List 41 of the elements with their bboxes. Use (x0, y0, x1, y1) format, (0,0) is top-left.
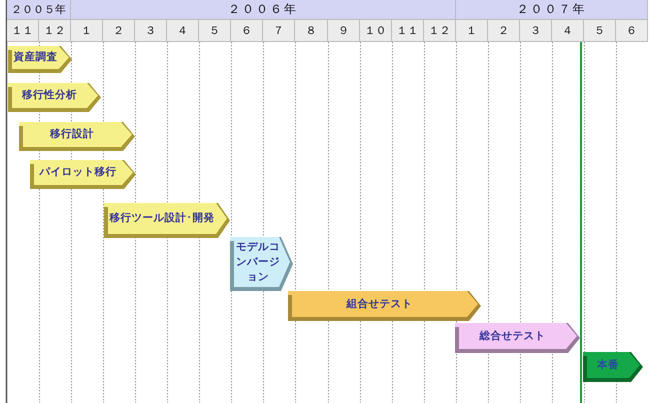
task-label: 組合せテスト (345, 296, 414, 312)
task-label: 移行ツール設計･開発 (108, 211, 216, 226)
month-cell: １２ (39, 20, 71, 42)
month-cell: ５ (584, 20, 616, 42)
gantt-bar (19, 122, 135, 151)
task-label: パイロット移行 (38, 165, 118, 180)
task-label: 資産調査 (12, 50, 58, 65)
month-cell: １ (71, 20, 103, 42)
month-cell: １ (456, 20, 488, 42)
gantt-bar (104, 203, 230, 238)
month-cell: １１ (7, 20, 39, 42)
month-cell: ６ (616, 20, 648, 42)
task-label: モデルコンバージョン (236, 240, 280, 284)
month-cell: ４ (167, 20, 199, 42)
month-cell: ２ (103, 20, 135, 42)
gantt-bar (230, 237, 293, 291)
year-cell: ２００７年 (456, 0, 648, 20)
task-label: 総合せテスト (478, 328, 546, 344)
month-cell: ８ (295, 20, 328, 42)
month-cell: ６ (231, 20, 263, 42)
month-cell: １２ (424, 20, 456, 42)
month-cell: ５ (199, 20, 231, 42)
month-cell: ３ (135, 20, 167, 42)
month-cell: ７ (263, 20, 295, 42)
year-cell: ２００５年 (7, 0, 71, 20)
gantt-bar (8, 46, 72, 73)
gantt-bar (583, 352, 643, 382)
month-cell: ９ (328, 20, 360, 42)
gantt-bar (455, 323, 580, 353)
gantt-bar (8, 83, 101, 112)
month-cell: ２ (488, 20, 520, 42)
gantt-bar (288, 291, 481, 321)
task-label: 移行設計 (48, 127, 95, 142)
task-label: 本番 (596, 358, 620, 372)
month-cell: １０ (360, 20, 392, 42)
month-cell: ４ (552, 20, 584, 42)
month-cell: １１ (392, 20, 424, 42)
task-label: 移行性分析 (20, 88, 78, 103)
gantt-bar (30, 160, 136, 189)
month-cell: ３ (520, 20, 552, 42)
year-cell: ２００６年 (71, 0, 456, 20)
